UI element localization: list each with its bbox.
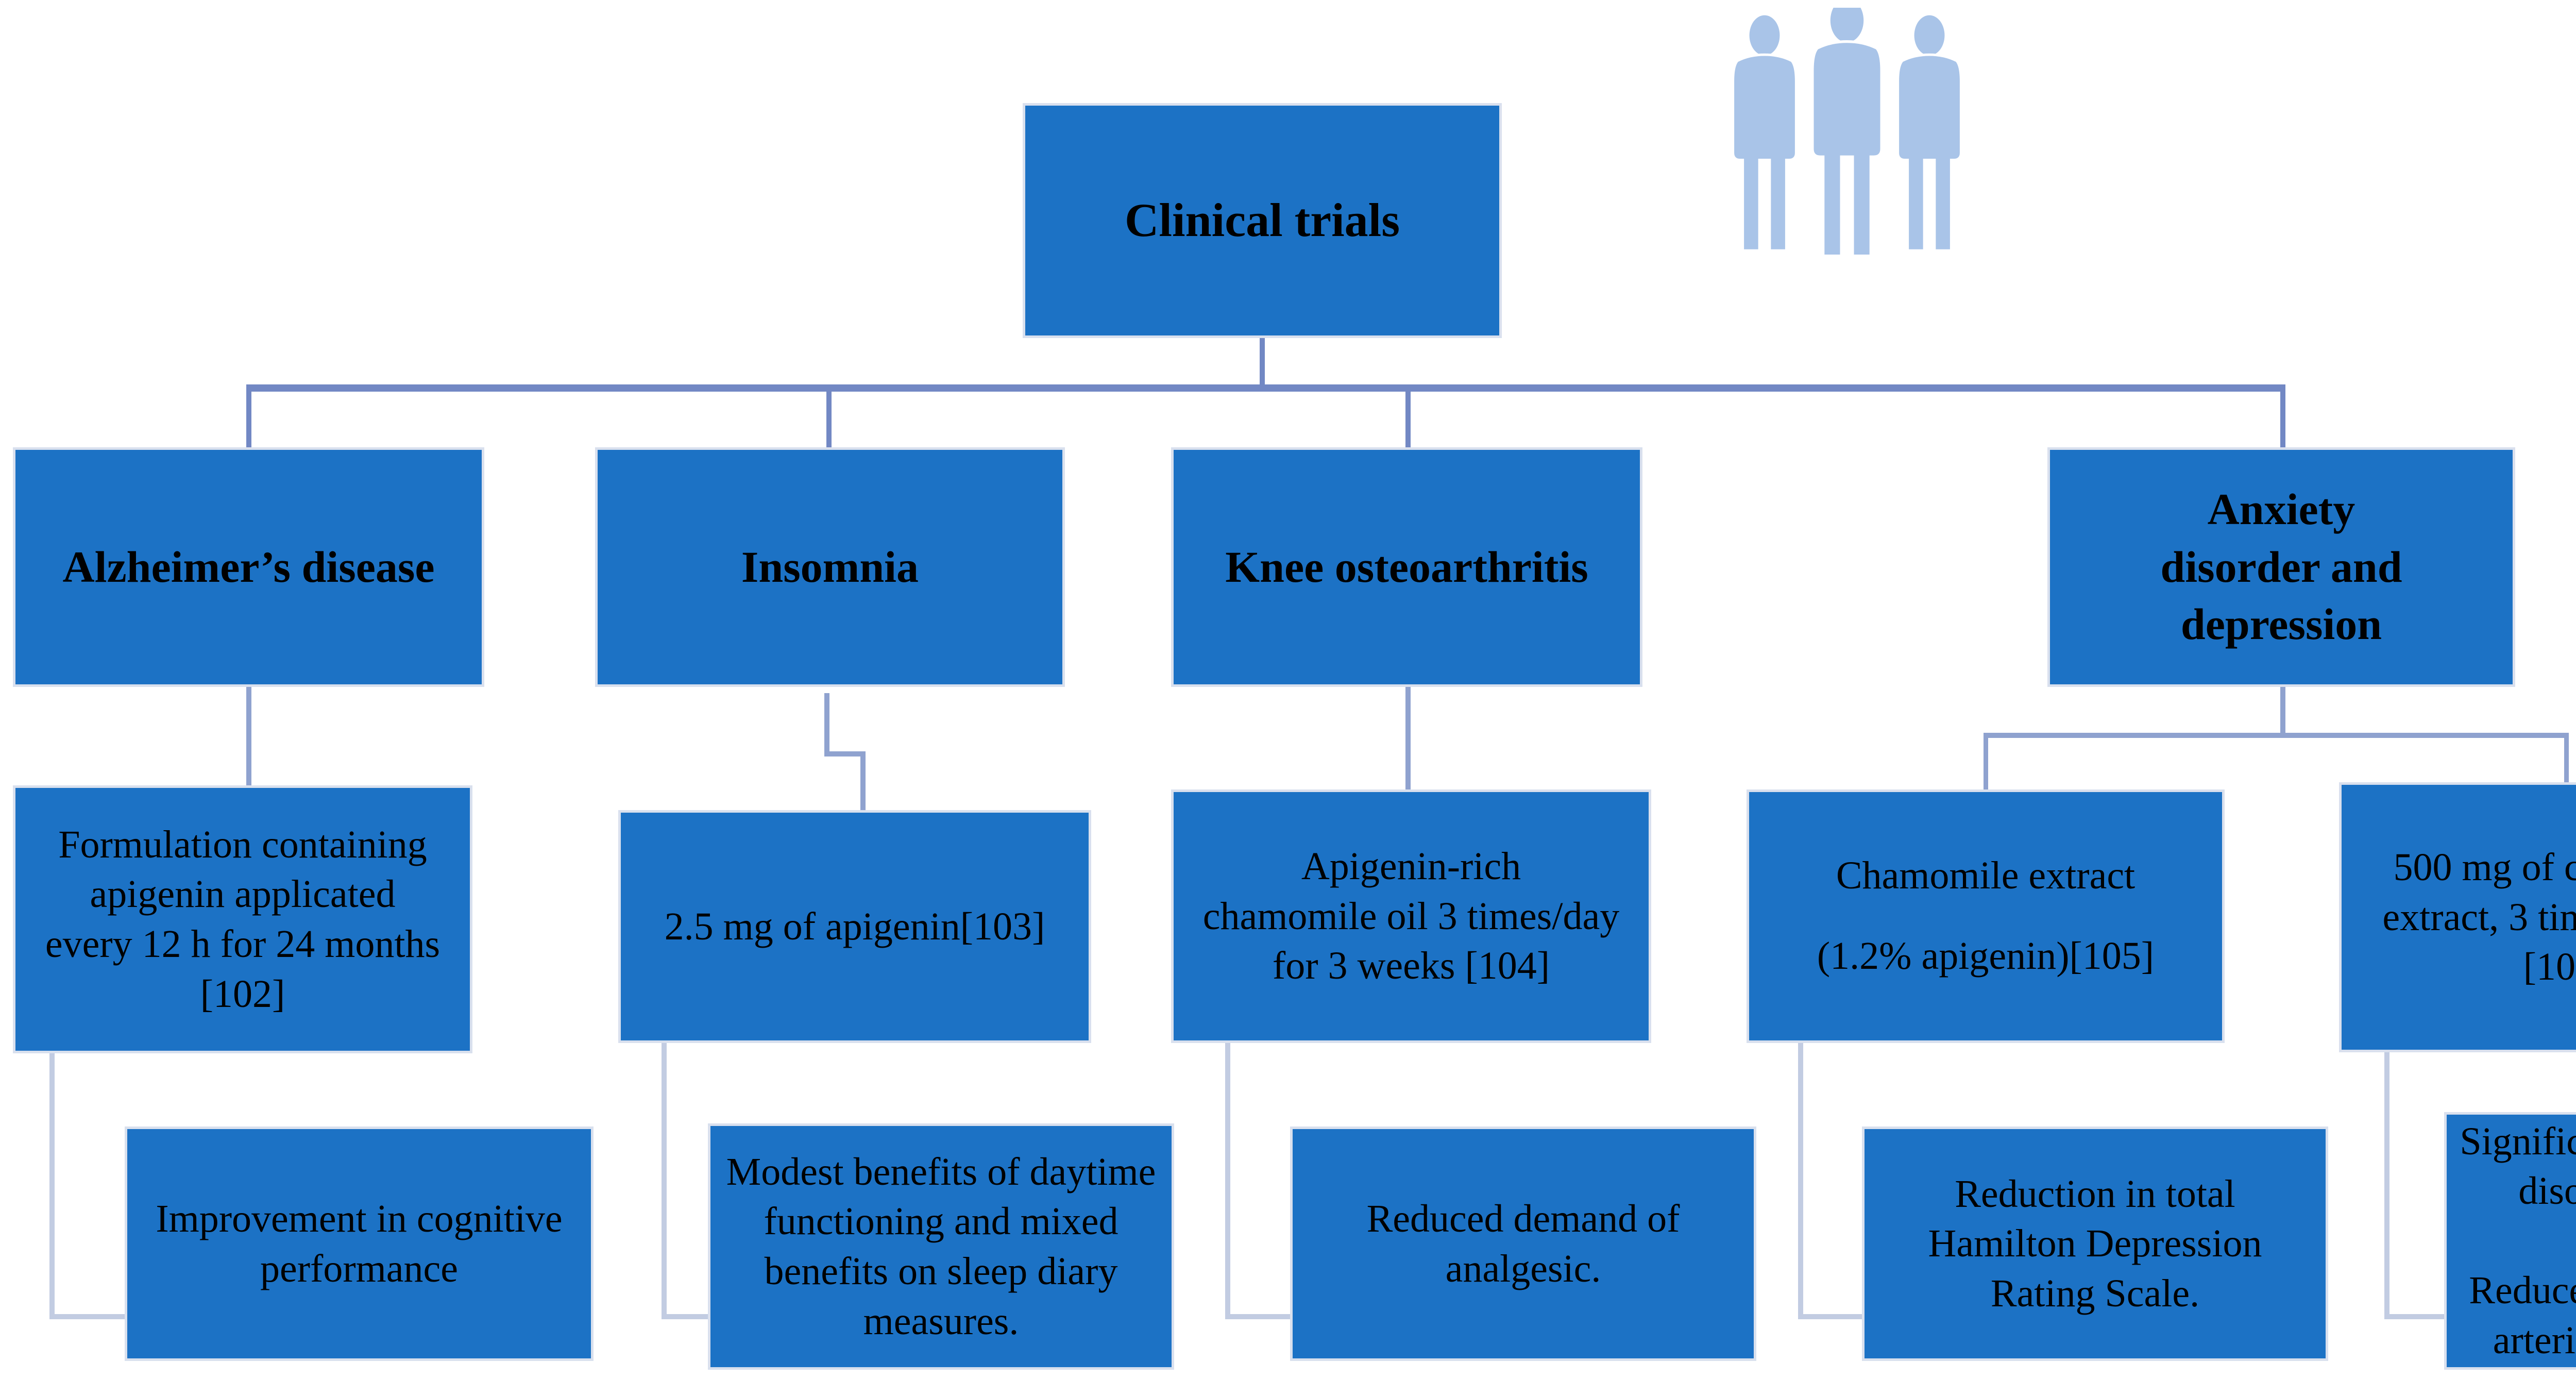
node-alzheimers-intervention-label: Formulation containing apigenin applicat… bbox=[45, 822, 440, 1016]
node-knee-outcome-label: Reduced demand of analgesic. bbox=[1366, 1197, 1680, 1290]
node-alzheimers-outcome-label: Improvement in cognitive performance bbox=[156, 1197, 563, 1290]
connector-insomnia-outcome-v bbox=[662, 1042, 667, 1319]
node-alzheimers-intervention: Formulation containing apigenin applicat… bbox=[13, 785, 472, 1053]
people-group-icon bbox=[1695, 0, 1999, 289]
connector-anxiety-bus bbox=[1984, 733, 2569, 738]
node-knee-intervention-label: Apigenin-rich chamomile oil 3 times/day … bbox=[1202, 845, 1620, 988]
node-knee-osteoarthritis-label: Knee osteoarthritis bbox=[1225, 542, 1588, 592]
node-chamomile-extract-intervention-label: Chamomile extract (1.2% apigenin)[105] bbox=[1817, 854, 2155, 978]
node-anxiety-depression-label: Anxiety disorder and depression bbox=[2160, 484, 2402, 649]
node-insomnia-label: Insomnia bbox=[741, 542, 919, 592]
node-chamomile-extract-outcome: Reduction in total Hamilton Depression R… bbox=[1862, 1126, 2328, 1361]
connector-alzheimers-outcome-v bbox=[49, 1052, 55, 1319]
connector-drop-chamomile-500mg bbox=[2564, 733, 2569, 791]
connector-drop-alzheimers bbox=[246, 384, 251, 448]
connector-500mg-outcome-v bbox=[2384, 1052, 2389, 1319]
connector-drop-knee bbox=[1405, 384, 1411, 448]
node-chamomile-extract-outcome-label: Reduction in total Hamilton Depression R… bbox=[1928, 1172, 2262, 1315]
connector-chamomile-outcome-h bbox=[1798, 1314, 1864, 1319]
connector-alzheimers-intervention bbox=[246, 686, 251, 786]
connector-drop-anxiety bbox=[2280, 384, 2285, 448]
node-insomnia-outcome: Modest benefits of daytime functioning a… bbox=[708, 1123, 1174, 1370]
connector-insomnia-z-v2 bbox=[860, 751, 866, 812]
connector-root-drop bbox=[1260, 336, 1265, 388]
connector-insomnia-z-v1 bbox=[824, 693, 829, 756]
node-chamomile-500mg-outcome-label: Significantly lower anxiety disorder sym… bbox=[2460, 1119, 2576, 1362]
node-alzheimers-outcome: Improvement in cognitive performance bbox=[125, 1126, 594, 1361]
node-insomnia-outcome-label: Modest benefits of daytime functioning a… bbox=[726, 1150, 1156, 1343]
node-alzheimers-disease: Alzheimer’s disease bbox=[13, 447, 484, 687]
node-knee-outcome: Reduced demand of analgesic. bbox=[1290, 1126, 1756, 1361]
connector-knee-outcome-h bbox=[1225, 1314, 1292, 1319]
connector-knee-intervention bbox=[1405, 686, 1411, 791]
connector-insomnia-z-h bbox=[824, 751, 866, 756]
node-chamomile-extract-intervention: Chamomile extract (1.2% apigenin)[105] bbox=[1747, 789, 2225, 1043]
node-clinical-trials: Clinical trials bbox=[1023, 103, 1502, 338]
connector-drop-insomnia bbox=[826, 384, 832, 448]
node-insomnia-intervention: 2.5 mg of apigenin[103] bbox=[618, 810, 1091, 1043]
connector-chamomile-outcome-v bbox=[1798, 1042, 1803, 1319]
connector-alzheimers-outcome-h bbox=[49, 1314, 127, 1319]
node-knee-osteoarthritis: Knee osteoarthritis bbox=[1171, 447, 1642, 687]
connector-knee-outcome-v bbox=[1225, 1042, 1230, 1319]
node-insomnia: Insomnia bbox=[595, 447, 1065, 687]
node-alzheimers-disease-label: Alzheimer’s disease bbox=[62, 542, 435, 592]
node-clinical-trials-label: Clinical trials bbox=[1124, 194, 1400, 247]
node-chamomile-500mg-outcome: Significantly lower anxiety disorder sym… bbox=[2444, 1112, 2576, 1370]
connector-drop-chamomile-extract bbox=[1984, 733, 1988, 791]
node-insomnia-intervention-label: 2.5 mg of apigenin[103] bbox=[664, 904, 1045, 948]
node-anxiety-depression: Anxiety disorder and depression bbox=[2047, 447, 2515, 687]
connector-main-bus bbox=[246, 384, 2285, 392]
connector-anxiety-feed bbox=[2280, 686, 2285, 736]
node-knee-intervention: Apigenin-rich chamomile oil 3 times/day … bbox=[1171, 789, 1651, 1043]
node-chamomile-500mg-intervention-label: 500 mg of chamomile extract, 3 times per… bbox=[2382, 846, 2576, 989]
connector-insomnia-outcome-h bbox=[662, 1314, 710, 1319]
connector-500mg-outcome-h bbox=[2384, 1314, 2446, 1319]
node-chamomile-500mg-intervention: 500 mg of chamomile extract, 3 times per… bbox=[2339, 782, 2576, 1052]
